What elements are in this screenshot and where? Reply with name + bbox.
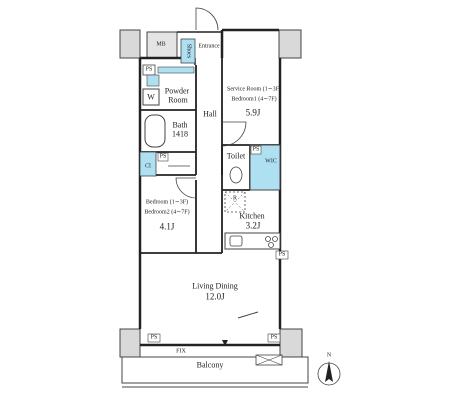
kitchen-label: Kitchen xyxy=(239,211,265,221)
mb-label: MB xyxy=(156,41,166,48)
ps-kitchen-box xyxy=(275,250,289,260)
shoes-cabinet xyxy=(180,38,196,64)
shoes-label: Shoes xyxy=(185,43,192,59)
outer-walls xyxy=(138,28,282,347)
bath-size-label: 1418 xyxy=(172,129,188,139)
ps-bottom-right-label: PS xyxy=(270,334,278,341)
basin-counter xyxy=(157,66,195,74)
mb-box xyxy=(146,31,178,59)
ps-bottom-right-box xyxy=(267,333,281,343)
ps-kitchen-label: PS xyxy=(278,251,286,258)
living-dining-size: 12.0J xyxy=(205,291,225,302)
bedroom-label-1: Bedroom (1∼3F) xyxy=(145,199,189,206)
balcony-outline xyxy=(121,356,309,388)
bedroom-size: 4.1J xyxy=(159,221,175,232)
bedroom-door-swing xyxy=(175,177,197,199)
ps-wic-box xyxy=(250,145,262,155)
toilet-fixture xyxy=(229,166,243,184)
entrance-label: Entrance xyxy=(198,43,220,50)
service-room-label-2: Bedroom1 (4∼7F) xyxy=(231,96,277,103)
refrigerator-label: R xyxy=(232,195,238,202)
hall-label: Hall xyxy=(203,109,217,119)
stove-burner xyxy=(268,242,274,248)
stove-burner xyxy=(272,236,278,242)
columns xyxy=(119,29,303,358)
fix-label: FIX xyxy=(176,348,186,355)
stove-burner xyxy=(265,236,271,242)
column-top-left xyxy=(119,29,141,59)
wic-label: WIC xyxy=(265,158,277,165)
ps-mid-left-label: PS xyxy=(159,153,167,160)
service-room-label-1: Service Room (1∼3F) xyxy=(226,86,282,93)
service-room-size: 5.9J xyxy=(245,107,261,118)
column-top-right xyxy=(278,29,302,59)
service-door-swing xyxy=(221,121,247,147)
toilet-label: Toilet xyxy=(226,151,246,161)
bath-label: Bath xyxy=(172,120,188,130)
w-label: W xyxy=(147,92,155,102)
powder-blue-block xyxy=(146,74,160,87)
compass-icon xyxy=(317,361,341,386)
north-arrow: N xyxy=(316,352,342,388)
living-shelf xyxy=(237,311,259,319)
ps-mid-left-box xyxy=(157,152,169,162)
closet-box xyxy=(139,151,157,177)
ps-wic-label: PS xyxy=(252,146,260,153)
balcony-label: Balcony xyxy=(196,360,224,370)
entrance-door-swing xyxy=(195,7,219,31)
ps-top-left-label: PS xyxy=(145,66,153,73)
ps-bottom-left-box xyxy=(147,333,161,343)
living-dining-label: Living Dining xyxy=(192,281,238,291)
bathtub xyxy=(144,114,166,148)
column-bottom-right xyxy=(279,328,303,358)
bedroom-label-2: Bedroom2 (4∼7F) xyxy=(144,209,190,216)
powder-room-label-1: Powder xyxy=(164,86,190,96)
kitchen-size: 3.2J xyxy=(245,220,261,231)
entry-marker xyxy=(222,340,228,346)
powder-room-label-2: Room xyxy=(168,95,188,105)
north-label: N xyxy=(326,352,332,359)
kitchen-sink xyxy=(229,235,243,247)
closet-label: Cl xyxy=(145,163,151,170)
ps-bottom-left-label: PS xyxy=(150,334,158,341)
washer-box xyxy=(142,88,160,106)
column-bottom-left xyxy=(119,328,141,358)
